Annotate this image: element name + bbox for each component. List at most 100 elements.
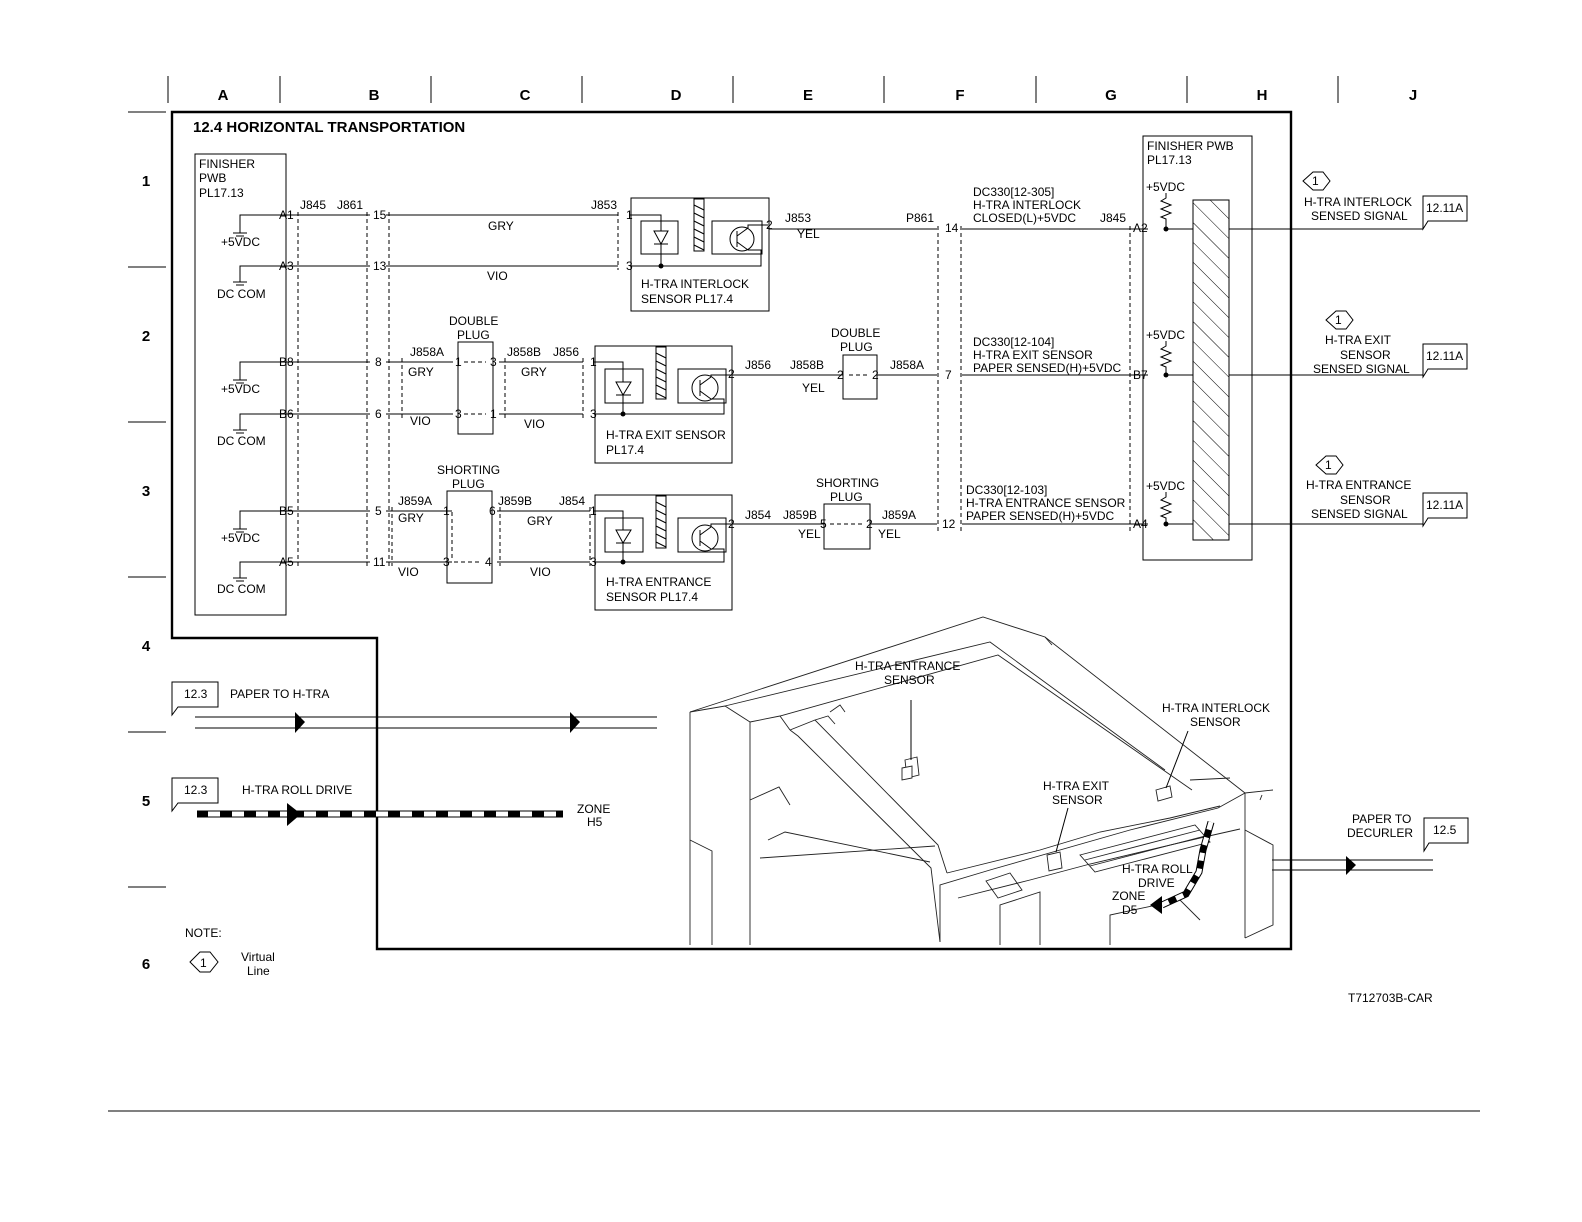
svg-text:DC COM: DC COM <box>217 434 266 448</box>
svg-text:FINISHER PWB: FINISHER PWB <box>1147 139 1234 153</box>
svg-text:A4: A4 <box>1133 517 1148 531</box>
svg-text:DOUBLE: DOUBLE <box>449 314 498 328</box>
svg-text:5: 5 <box>375 504 382 518</box>
svg-text:A2: A2 <box>1133 221 1148 235</box>
svg-text:FINISHER: FINISHER <box>199 157 255 171</box>
interlock-circuit: GRY VIO J853 1 3 2 H-TRA INTERLOCK SENSO… <box>284 185 1148 312</box>
page-ref: 12.11A <box>1426 349 1463 363</box>
roll-drive-flow: 12.3 H-TRA ROLL DRIVE ZONE H5 <box>171 777 610 829</box>
svg-text:2: 2 <box>872 368 879 382</box>
svg-text:H-TRA EXIT: H-TRA EXIT <box>1325 333 1392 347</box>
svg-text:1: 1 <box>200 956 207 970</box>
svg-text:14: 14 <box>945 221 959 235</box>
svg-text:J858A: J858A <box>410 345 444 359</box>
svg-text:6: 6 <box>375 407 382 421</box>
drawing-label: D5 <box>1122 903 1138 917</box>
connector-label: J861 <box>337 198 363 212</box>
svg-text:VIO: VIO <box>410 414 431 428</box>
drawing-label: H-TRA ENTRANCE <box>855 659 960 673</box>
svg-text:PAPER TO H-TRA: PAPER TO H-TRA <box>230 687 329 701</box>
row-label: 2 <box>142 328 150 345</box>
exit-sensor <box>594 345 733 464</box>
svg-text:P861: P861 <box>906 211 934 225</box>
svg-text:PL17.13: PL17.13 <box>1147 153 1192 167</box>
row-label: 1 <box>142 173 150 190</box>
drawing-label: SENSOR <box>884 673 935 687</box>
svg-text:2: 2 <box>766 218 773 232</box>
svg-text:+5VDC: +5VDC <box>1146 328 1185 342</box>
svg-text:SHORTING: SHORTING <box>816 476 879 490</box>
svg-text:Virtual: Virtual <box>241 950 275 964</box>
page-ref: 12.11A <box>1426 498 1463 512</box>
svg-text:CLOSED(L)+5VDC: CLOSED(L)+5VDC <box>973 211 1076 225</box>
svg-text:J858B: J858B <box>507 345 541 359</box>
column-labels: A B C D E F G H J <box>218 87 1418 104</box>
svg-text:J858A: J858A <box>890 358 924 372</box>
svg-text:YEL: YEL <box>802 381 825 395</box>
svg-text:J858B: J858B <box>790 358 824 372</box>
svg-text:PL17.13: PL17.13 <box>199 186 244 200</box>
signal-labels: 1 H-TRA INTERLOCK SENSED SIGNAL 12.11A 1… <box>1302 171 1468 528</box>
svg-text:15: 15 <box>373 208 387 222</box>
svg-text:2: 2 <box>728 367 735 381</box>
svg-text:H-TRA ENTRANCE: H-TRA ENTRANCE <box>1306 478 1411 492</box>
row-label: 4 <box>142 638 151 655</box>
svg-text:DOUBLE: DOUBLE <box>831 326 880 340</box>
svg-text:SENSOR: SENSOR <box>1340 493 1391 507</box>
interlock-sensor <box>630 197 770 312</box>
svg-text:PAPER TO: PAPER TO <box>1352 812 1411 826</box>
svg-text:1: 1 <box>626 208 633 222</box>
svg-text:J854: J854 <box>745 508 771 522</box>
svg-text:6: 6 <box>489 504 496 518</box>
svg-text:+5VDC: +5VDC <box>1146 180 1185 194</box>
svg-text:J859A: J859A <box>882 508 916 522</box>
svg-text:J859B: J859B <box>498 494 532 508</box>
svg-text:B7: B7 <box>1133 368 1148 382</box>
svg-text:1: 1 <box>1312 174 1319 188</box>
drawing-label: H-TRA ROLL <box>1122 862 1193 876</box>
drawing-label: SENSOR <box>1190 715 1241 729</box>
svg-text:SENSOR: SENSOR <box>1340 348 1391 362</box>
svg-text:J853: J853 <box>591 198 617 212</box>
svg-text:DC330[12-305]: DC330[12-305] <box>973 185 1054 199</box>
svg-text:DC330[12-104]: DC330[12-104] <box>973 335 1054 349</box>
svg-text:12: 12 <box>942 517 956 531</box>
note-legend: NOTE: 1 Virtual Line <box>185 926 275 978</box>
svg-text:J854: J854 <box>559 494 585 508</box>
svg-text:VIO: VIO <box>524 417 545 431</box>
connector-block-j845-j861: J845 J861 15 13 8 6 5 11 <box>297 198 390 569</box>
entrance-sensor <box>594 494 733 611</box>
row-label: 3 <box>142 483 150 500</box>
mechanical-drawing: H-TRA ENTRANCE SENSOR H-TRA INTERLOCK SE… <box>689 616 1274 945</box>
svg-text:+5VDC: +5VDC <box>221 235 260 249</box>
svg-text:J859A: J859A <box>398 494 432 508</box>
figure-id: T712703B-CAR <box>1348 991 1433 1005</box>
diagram-border <box>170 110 1293 951</box>
svg-text:+5VDC: +5VDC <box>221 382 260 396</box>
svg-text:VIO: VIO <box>398 565 419 579</box>
svg-text:PLUG: PLUG <box>830 490 863 504</box>
svg-text:J856: J856 <box>553 345 579 359</box>
svg-text:SENSED SIGNAL: SENSED SIGNAL <box>1313 362 1410 376</box>
svg-text:3: 3 <box>443 555 450 569</box>
drawing-label: ZONE <box>1112 889 1145 903</box>
svg-text:PLUG: PLUG <box>457 328 490 342</box>
svg-text:11: 11 <box>373 555 386 569</box>
column-label: A <box>218 87 229 104</box>
diagram-title: 12.4 HORIZONTAL TRANSPORTATION <box>193 119 465 136</box>
svg-text:SHORTING: SHORTING <box>437 463 500 477</box>
svg-text:VIO: VIO <box>530 565 551 579</box>
svg-text:GRY: GRY <box>408 365 434 379</box>
entrance-sensor-circuit: J859A GRY VIO SHORTING PLUG 1 6 3 4 J859… <box>284 463 1148 611</box>
svg-text:3: 3 <box>590 407 597 421</box>
svg-text:PLUG: PLUG <box>452 477 485 491</box>
svg-text:+5VDC: +5VDC <box>221 531 260 545</box>
drawing-label: SENSOR <box>1052 793 1103 807</box>
svg-text:GRY: GRY <box>527 514 553 528</box>
svg-text:PAPER SENSED(H)+5VDC: PAPER SENSED(H)+5VDC <box>973 361 1121 375</box>
svg-text:PAPER SENSED(H)+5VDC: PAPER SENSED(H)+5VDC <box>966 509 1114 523</box>
svg-text:J859B: J859B <box>783 508 817 522</box>
svg-text:H-TRA INTERLOCK: H-TRA INTERLOCK <box>1304 195 1412 209</box>
svg-text:H5: H5 <box>587 815 603 829</box>
